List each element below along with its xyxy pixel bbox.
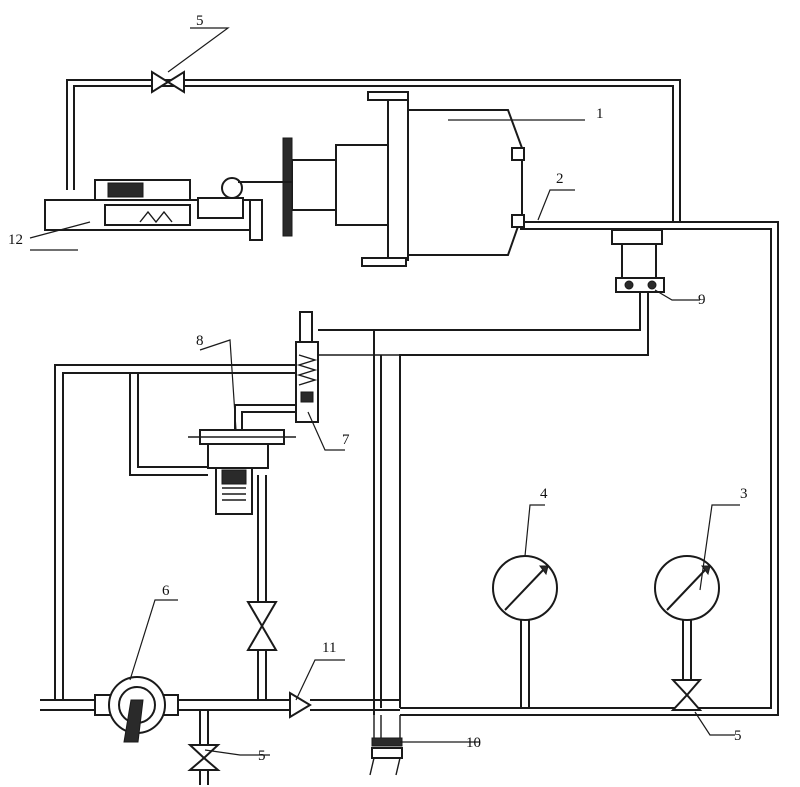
relief-valve-7 xyxy=(295,311,319,423)
label-actuator: 12 xyxy=(8,232,23,248)
valve-bottom-right-5 xyxy=(670,679,703,711)
pipe-switch-branch-inner xyxy=(318,292,641,331)
pump-6 xyxy=(94,676,179,743)
label-drain: 10 xyxy=(466,735,481,751)
labels: 1 2 3 4 5 5 5 6 7 8 9 10 11 12 xyxy=(8,13,748,764)
label-outlet-port: 2 xyxy=(556,171,564,187)
label-gauge-right: 3 xyxy=(740,486,748,502)
gauge-stem-3 xyxy=(682,620,692,680)
label-valve-bottom-right: 5 xyxy=(734,728,742,744)
label-relief-valve: 7 xyxy=(342,432,350,448)
pipe-network xyxy=(40,79,779,785)
drain-bottom xyxy=(369,715,401,776)
pipe-right-trunk-inner xyxy=(400,228,772,709)
label-pump: 6 xyxy=(162,583,170,599)
pipe-left-loop xyxy=(54,364,296,700)
pressure-switch-9 xyxy=(611,229,665,293)
valve-top-5 xyxy=(151,70,185,94)
pipe-vertical-valve xyxy=(257,475,267,700)
valve-vertical xyxy=(246,601,278,651)
pipe-right-trunk xyxy=(400,221,779,716)
label-diaphragm-unit: 8 xyxy=(196,333,204,349)
pipe-inner-loop-b xyxy=(137,373,208,468)
drain-10 xyxy=(371,737,403,759)
pipe-top-loop xyxy=(66,79,681,222)
gauge-3 xyxy=(654,555,720,621)
pipe-left-loop-inner xyxy=(62,372,296,700)
label-check-valve: 11 xyxy=(322,640,336,656)
label-tank: 1 xyxy=(596,106,604,122)
label-valve-top: 5 xyxy=(196,13,204,29)
gauge-4 xyxy=(492,555,558,621)
pump-valve-stem xyxy=(199,710,209,785)
leader-lines xyxy=(29,27,740,756)
pipe-relief-diaphragm xyxy=(234,404,296,430)
label-valve-bottom-left: 5 xyxy=(258,748,266,764)
actuator-12 xyxy=(44,177,292,241)
check-valve-11 xyxy=(289,691,312,719)
label-pressure-switch: 9 xyxy=(698,292,706,308)
pipe-inner-loop xyxy=(129,373,208,476)
pipe-top-loop-inner xyxy=(73,85,674,222)
tank-1 xyxy=(282,91,525,267)
diaphragm-unit-8 xyxy=(188,429,296,515)
label-gauge-left: 4 xyxy=(540,486,548,502)
gauge-stem-4 xyxy=(520,620,530,708)
valve-bottom-left-5 xyxy=(187,744,221,771)
